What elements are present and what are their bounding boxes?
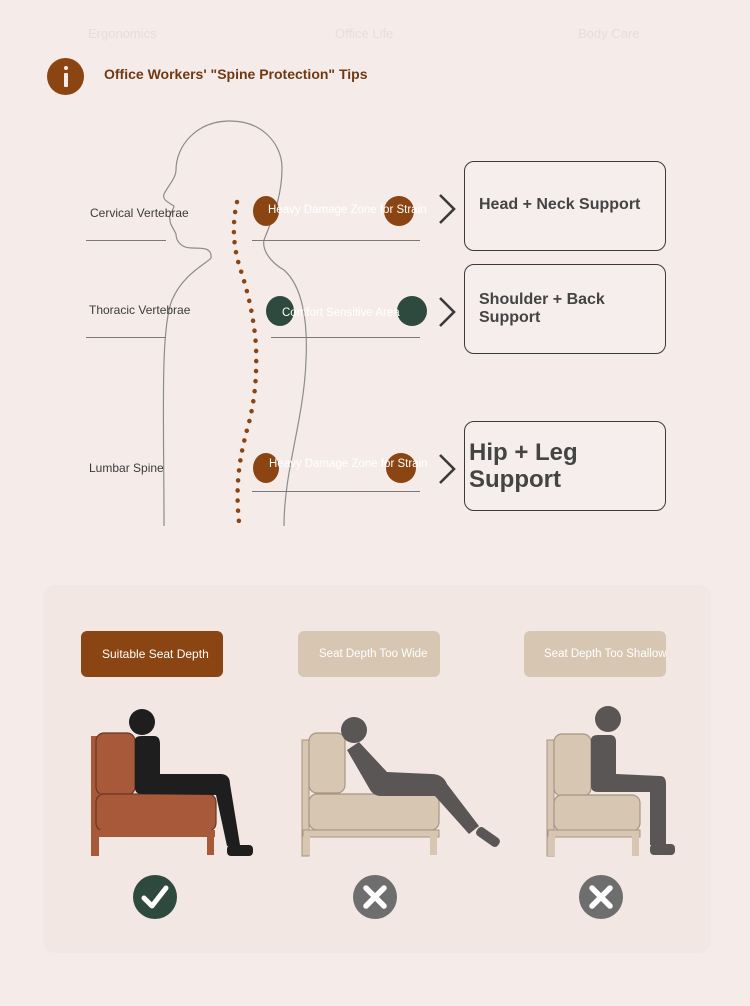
faint-tab: Body Care xyxy=(578,26,640,41)
page-title: Office Workers' "Spine Protection" Tips xyxy=(104,66,368,82)
chair-too-shallow-illustration xyxy=(546,706,675,857)
zone-dot-right xyxy=(384,196,414,226)
x-circle-icon xyxy=(353,875,397,919)
zone-label-neck: Heavy Damage Zone for Strain xyxy=(268,204,427,216)
chair-suitable-illustration xyxy=(91,709,253,856)
zone-dot-left xyxy=(253,196,279,226)
divider xyxy=(252,240,420,241)
zone-dot-left xyxy=(266,296,294,326)
info-icon xyxy=(47,58,84,95)
label-lumbar: Lumbar Spine xyxy=(89,461,164,475)
chevron-right-icon xyxy=(439,194,456,224)
option-seat-depth-too-wide[interactable]: Seat Depth Too Wide xyxy=(298,631,440,677)
zone-label-hip: Heavy Damage Zone for Strain xyxy=(269,458,428,470)
faint-tab: Ergonomics xyxy=(88,26,157,41)
support-label: Head + Neck Support xyxy=(479,196,641,213)
chevron-right-icon xyxy=(439,297,456,327)
faint-tab: Office Life xyxy=(335,26,394,41)
divider xyxy=(252,491,420,492)
zone-dot-right xyxy=(397,296,427,326)
body-silhouette-diagram xyxy=(162,120,307,527)
zone-label-back: Comfort Sensitive Area xyxy=(282,307,400,319)
label-thoracic: Thoracic Vertebrae xyxy=(89,303,191,317)
support-label: Hip + Leg Support xyxy=(469,439,578,493)
option-suitable-seat-depth[interactable]: Suitable Seat Depth xyxy=(81,631,223,677)
option-seat-depth-too-shallow[interactable]: Seat Depth Too Shallow xyxy=(524,631,666,677)
divider xyxy=(86,337,166,338)
support-label: Shoulder + Back Support xyxy=(479,291,605,326)
support-box-hip-leg: Hip + Leg Support xyxy=(464,421,666,511)
label-cervical: Cervical Vertebrae xyxy=(90,206,189,220)
zone-dot-left xyxy=(253,453,279,483)
divider xyxy=(86,240,166,241)
support-box-shoulder-back: Shoulder + Back Support xyxy=(464,264,666,354)
chair-too-wide-illustration xyxy=(301,717,500,857)
divider xyxy=(271,337,420,338)
support-box-head-neck: Head + Neck Support xyxy=(464,161,666,251)
chevron-right-icon xyxy=(439,454,456,484)
x-circle-icon xyxy=(579,875,623,919)
check-circle-icon xyxy=(133,875,177,919)
zone-dot-right xyxy=(386,453,416,483)
